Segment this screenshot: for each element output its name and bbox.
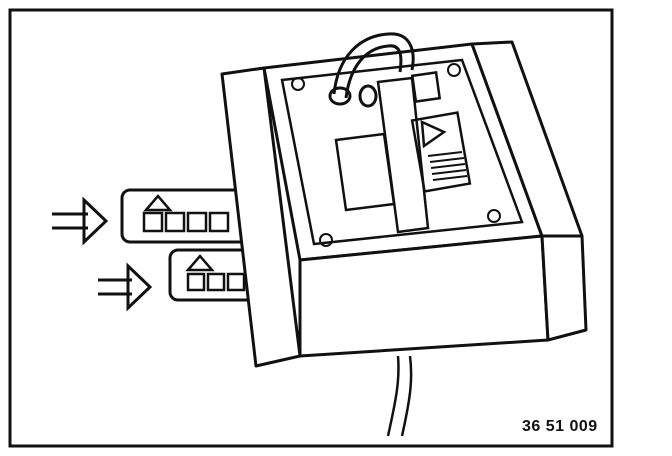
warning-triangle-icon [420, 119, 447, 149]
device-body [220, 40, 588, 368]
figure-reference-number: 36 51 009 [522, 418, 598, 435]
switch [410, 71, 442, 103]
figure-border [8, 8, 614, 448]
screws [291, 63, 501, 247]
insert-arrow-upper [52, 196, 109, 246]
cable-loop [328, 32, 415, 108]
insert-arrow-lower [98, 262, 153, 312]
vent-grille [427, 151, 468, 181]
cartridge-upper [120, 188, 250, 244]
handle [376, 76, 430, 234]
cable-lower [386, 355, 400, 437]
